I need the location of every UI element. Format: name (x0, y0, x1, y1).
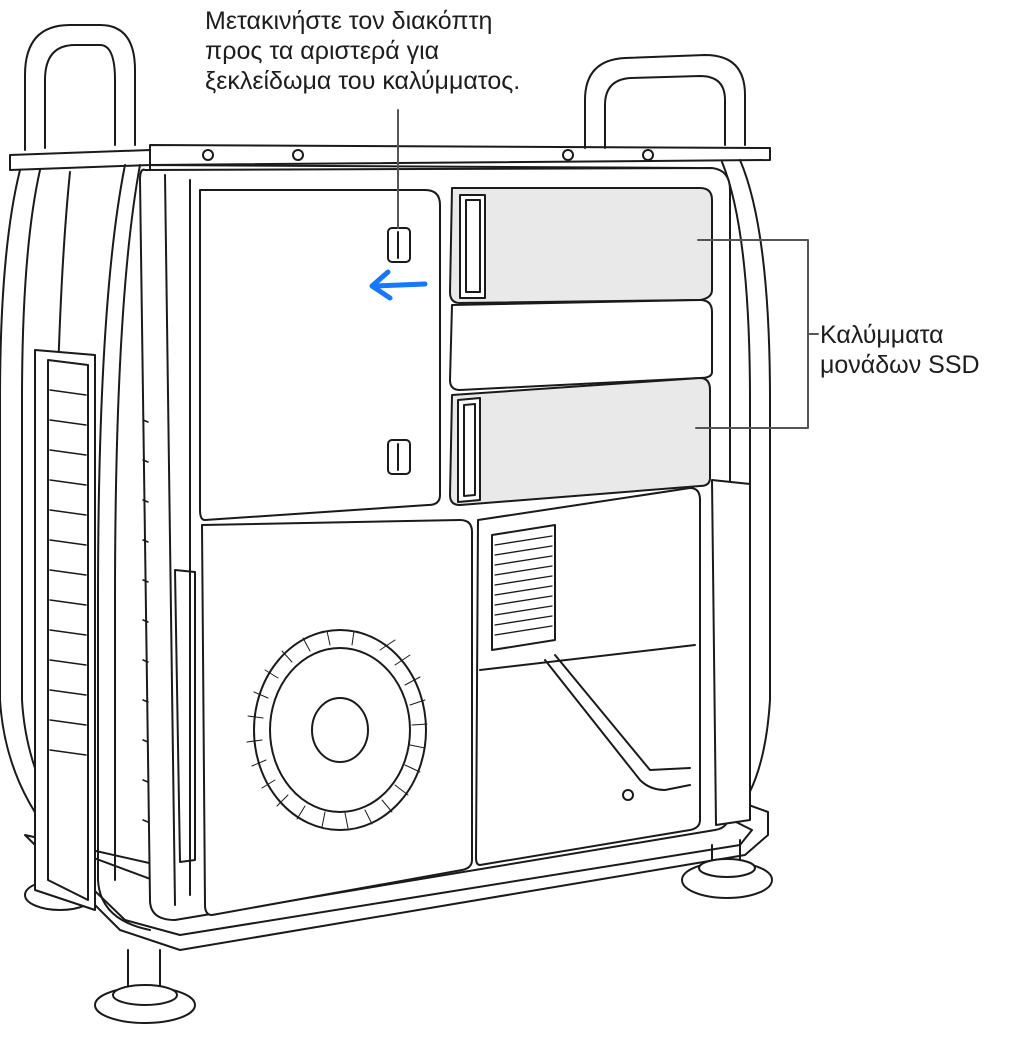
ssd-cover-top (449, 187, 713, 304)
ssd-bracket-line (695, 239, 819, 429)
switch-callout-line-1: Μετακινήστε τον διακόπτη (205, 7, 493, 35)
access-panel (199, 189, 441, 521)
right-side-panel (711, 479, 751, 826)
ssd-cover-middle (449, 299, 713, 391)
switch-callout-line-2: προς τα αριστερά για (205, 37, 440, 65)
foot-front-left (94, 949, 196, 1024)
fan-icon (246, 629, 428, 831)
ssd-callout: Καλύμματα μονάδων SSD (820, 320, 980, 380)
ssd-callout-line-1: Καλύμματα (820, 321, 944, 349)
ssd-cover-bottom (449, 377, 711, 506)
arrow-left-icon (369, 269, 428, 301)
side-vent (34, 349, 96, 911)
vent-grille (491, 524, 556, 651)
foot-front-right (681, 839, 773, 899)
ssd-callout-line-2: μονάδων SSD (820, 351, 980, 379)
switch-callout: Μετακινήστε τον διακόπτη προς τα αριστερ… (205, 6, 520, 96)
switch-callout-line-3: ξεκλείδωμα του καλύμματος. (205, 67, 521, 95)
